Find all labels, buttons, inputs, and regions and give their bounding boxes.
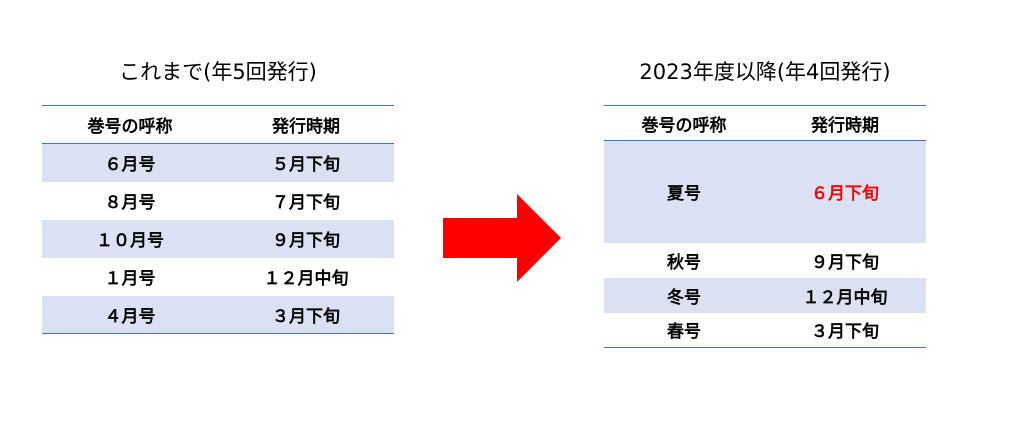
issue-name-cell: 春号 (667, 322, 701, 343)
table-header-row: 巻号の呼称 発行時期 (604, 105, 926, 141)
issue-name-header: 巻号の呼称 (87, 117, 173, 137)
table-row: ６月号 ５月下旬 (42, 143, 394, 182)
publication-period-cell-highlighted: ６月下旬 (811, 184, 879, 205)
table-row: 秋号 ９月下旬 (604, 243, 926, 278)
table-header-row: 巻号の呼称 発行時期 (42, 105, 394, 144)
new-schedule-table: 巻号の呼称 発行時期 夏号 ６月下旬 秋号 ９月下旬 冬号 １２月中旬 春号 ３… (604, 105, 926, 348)
issue-name-cell: １０月号 (96, 231, 164, 251)
publication-period-cell: ９月下旬 (811, 252, 879, 273)
issue-name-header: 巻号の呼称 (641, 115, 727, 136)
table-row: １０月号 ９月下旬 (42, 219, 394, 258)
issue-name-cell: ４月号 (104, 306, 156, 327)
issue-name-cell: １月号 (104, 269, 156, 289)
publication-period-header: 発行時期 (272, 117, 340, 137)
table-row: ４月号 ３月下旬 (42, 295, 394, 334)
publication-period-cell: ５月下旬 (272, 155, 340, 176)
publication-period-cell: １２月中旬 (802, 287, 888, 308)
publication-period-cell: ７月下旬 (272, 193, 340, 213)
table-row: 冬号 １２月中旬 (604, 277, 926, 313)
publication-period-header: 発行時期 (811, 115, 879, 136)
right-arrow-icon (443, 194, 561, 282)
publication-period-cell: ３月下旬 (811, 322, 879, 343)
new-schedule-title: 2023年度以降(年4回発行) (639, 60, 891, 84)
publication-period-cell: ９月下旬 (272, 231, 340, 251)
table-row: ８月号 ７月下旬 (42, 182, 394, 220)
table-row: １月号 １２月中旬 (42, 258, 394, 296)
issue-name-cell: ８月号 (104, 193, 156, 213)
issue-name-cell: ６月号 (104, 155, 156, 176)
publication-period-cell: ３月下旬 (272, 306, 340, 327)
issue-name-cell: 冬号 (667, 287, 701, 308)
publication-period-cell: １２月中旬 (263, 269, 349, 289)
issue-name-cell: 夏号 (667, 184, 701, 205)
issue-name-cell: 秋号 (667, 252, 701, 273)
previous-schedule-title: これまで(年5回発行) (119, 60, 317, 84)
previous-schedule-table: 巻号の呼称 発行時期 ６月号 ５月下旬 ８月号 ７月下旬 １０月号 ９月下旬 １… (42, 105, 394, 334)
table-row: 春号 ３月下旬 (604, 313, 926, 348)
table-row: 夏号 ６月下旬 (604, 140, 926, 243)
